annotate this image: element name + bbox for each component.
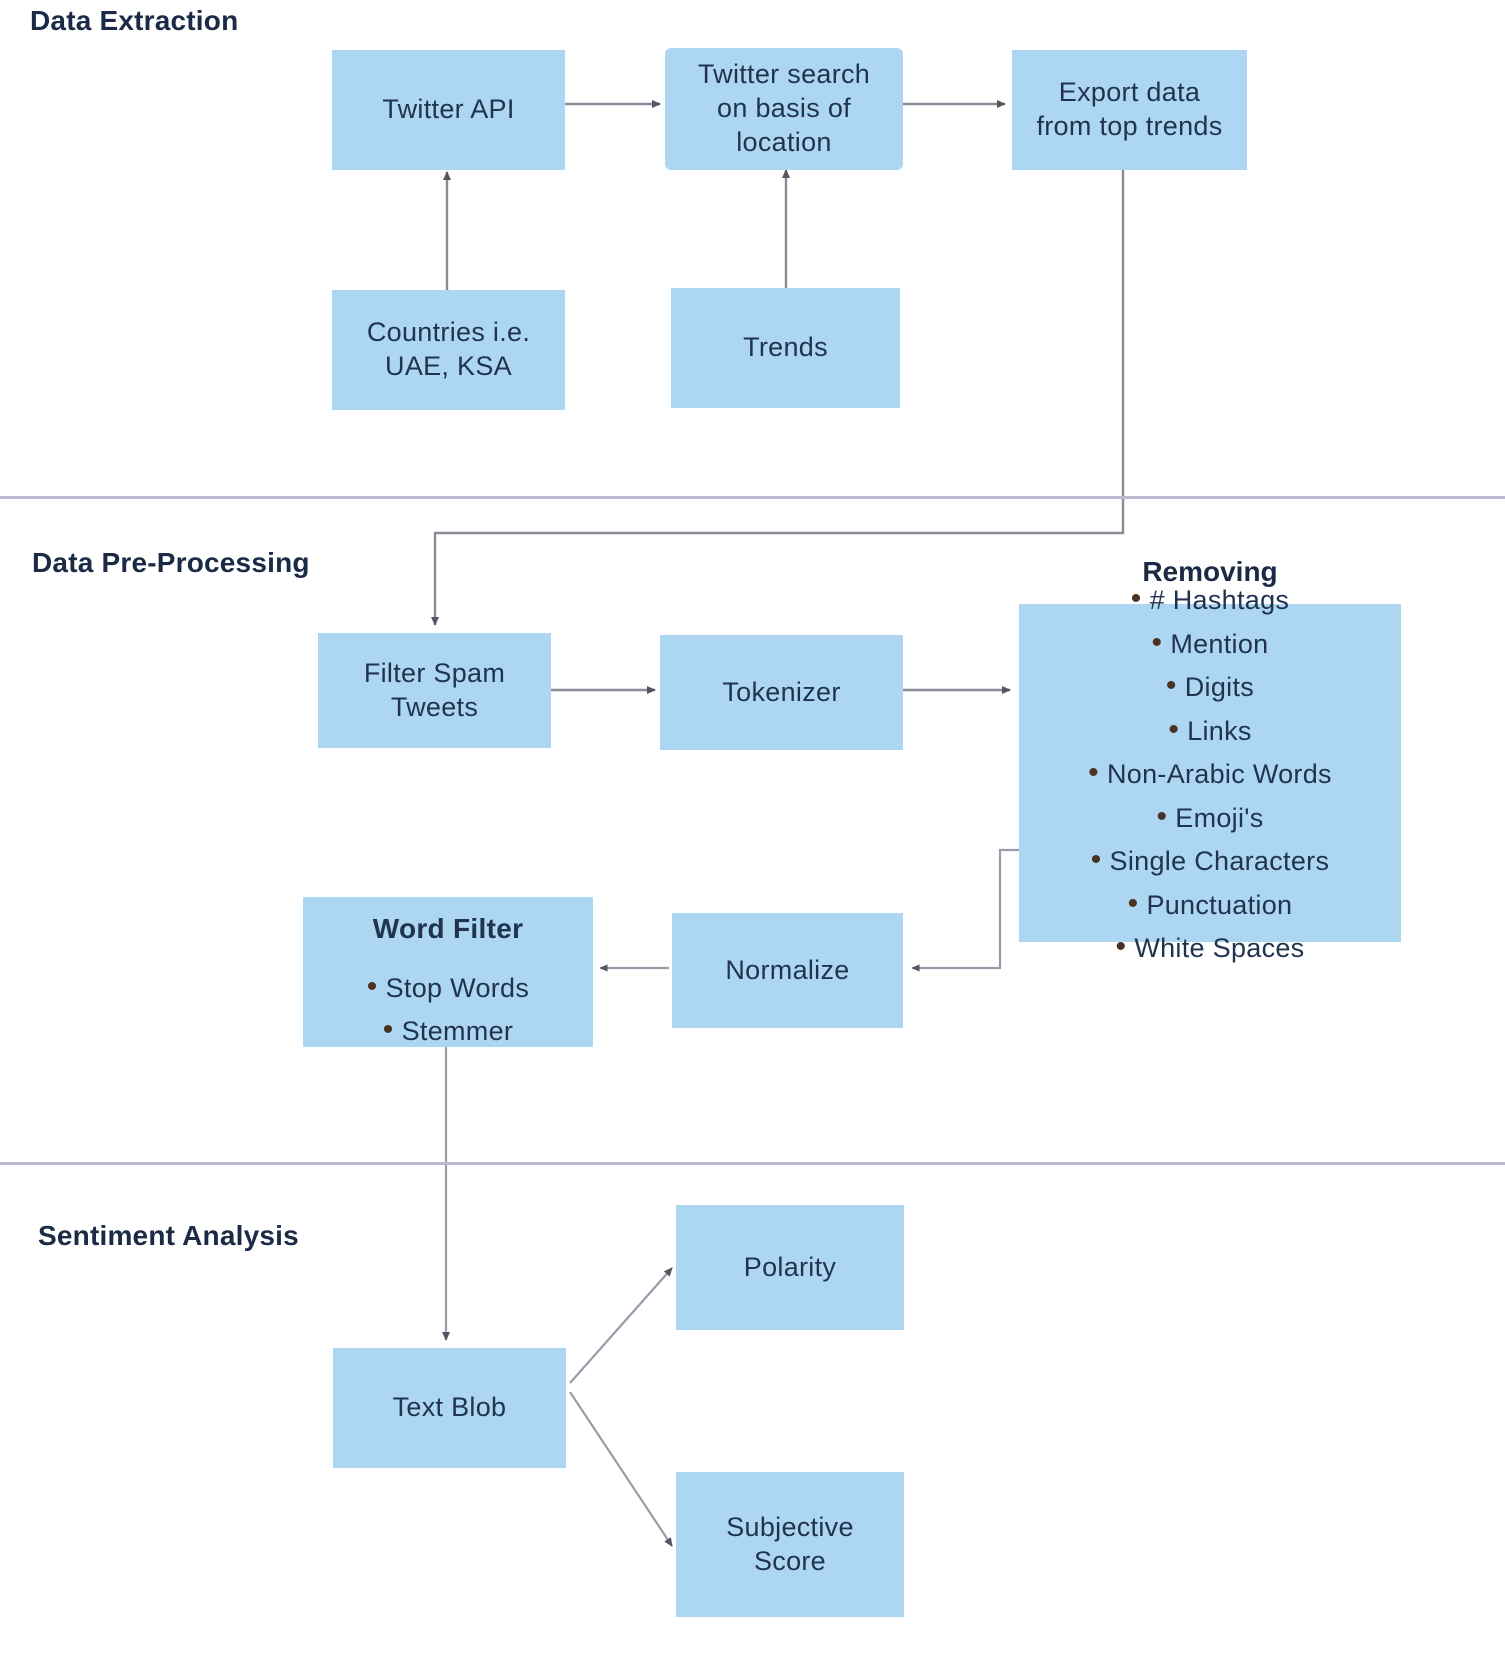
section-title-data-extraction: Data Extraction bbox=[30, 5, 239, 36]
removing-item: Single Characters bbox=[1088, 838, 1332, 882]
node-text-blob-label: Text Blob bbox=[392, 1392, 507, 1423]
node-export-data-label: Export data from top trends bbox=[1036, 77, 1223, 141]
node-trends-label: Trends bbox=[743, 332, 828, 363]
edge-text-blob-to-subjective-score bbox=[569, 1391, 673, 1547]
section-title-data-pre-processing: Data Pre-Processing bbox=[32, 547, 310, 578]
node-twitter-api-label: Twitter API bbox=[382, 94, 515, 125]
node-normalize[interactable]: Normalize bbox=[672, 913, 903, 1028]
word-filter-item: Stemmer bbox=[367, 1009, 529, 1052]
word-filter-item: Stop Words bbox=[367, 966, 529, 1009]
node-twitter-search[interactable]: Twitter search on basis of location bbox=[665, 48, 903, 170]
node-removing[interactable]: # Hashtags Mention Digits Links Non-Arab… bbox=[1019, 585, 1401, 963]
removing-item: Emoji's bbox=[1088, 795, 1332, 839]
divider-extraction-preprocessing bbox=[0, 496, 1505, 499]
removing-item: Non-Arabic Words bbox=[1088, 751, 1332, 795]
node-export-data[interactable]: Export data from top trends bbox=[1012, 50, 1247, 170]
divider-preprocessing-sentiment bbox=[0, 1162, 1505, 1165]
node-tokenizer-label: Tokenizer bbox=[722, 676, 841, 707]
node-twitter-api[interactable]: Twitter API bbox=[332, 50, 565, 170]
removing-list: # Hashtags Mention Digits Links Non-Arab… bbox=[1088, 577, 1332, 969]
removing-item: Digits bbox=[1088, 664, 1332, 708]
node-trends[interactable]: Trends bbox=[671, 288, 900, 408]
node-filter-spam-tweets-label: Filter Spam Tweets bbox=[363, 657, 506, 722]
removing-item: White Spaces bbox=[1088, 925, 1332, 969]
edge-removing-to-normalize bbox=[911, 848, 1019, 972]
node-tokenizer[interactable]: Tokenizer bbox=[660, 635, 903, 750]
removing-item: Links bbox=[1088, 708, 1332, 752]
removing-item: Punctuation bbox=[1088, 882, 1332, 926]
node-subjective-score-label: Subjective Score bbox=[726, 1511, 854, 1576]
removing-title: Removing bbox=[1142, 556, 1278, 587]
node-twitter-search-label: Twitter search on basis of location bbox=[697, 59, 871, 157]
node-countries-label: Countries i.e. UAE, KSA bbox=[366, 317, 531, 381]
node-text-blob[interactable]: Text Blob bbox=[333, 1348, 566, 1468]
node-countries[interactable]: Countries i.e. UAE, KSA bbox=[332, 290, 565, 410]
removing-item: Mention bbox=[1088, 621, 1332, 665]
word-filter-heading: Word Filter bbox=[372, 913, 524, 944]
removing-item: # Hashtags bbox=[1088, 577, 1332, 621]
node-word-filter[interactable]: Word Filter Stop Words Stemmer bbox=[303, 897, 593, 1047]
node-subjective-score[interactable]: Subjective Score bbox=[676, 1472, 904, 1617]
edge-text-blob-to-polarity bbox=[569, 1267, 673, 1384]
section-title-sentiment-analysis: Sentiment Analysis bbox=[38, 1220, 299, 1251]
node-polarity-label: Polarity bbox=[743, 1251, 837, 1282]
node-filter-spam-tweets[interactable]: Filter Spam Tweets bbox=[318, 633, 551, 748]
node-normalize-label: Normalize bbox=[725, 954, 850, 985]
word-filter-list: Stop Words Stemmer bbox=[367, 966, 529, 1051]
node-polarity[interactable]: Polarity bbox=[676, 1205, 904, 1330]
